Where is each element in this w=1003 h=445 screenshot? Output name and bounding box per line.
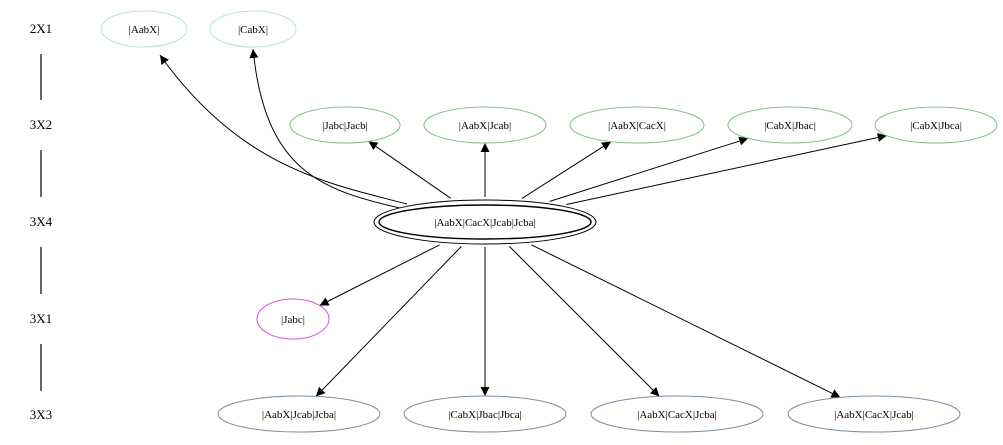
node-label: |Jabc| — [281, 314, 305, 326]
edge-arrow — [509, 246, 660, 397]
node-ellipse — [256, 298, 330, 340]
rank-label-2x1: 2X1 — [30, 21, 52, 36]
edge-arrow — [319, 244, 440, 306]
edge-arrow — [368, 140, 451, 199]
node-n-jabc-jacb: |Jabc|Jacb| — [289, 106, 401, 144]
node-n-aabx-cacx-jcab: |AabX|CacX|Jcab| — [787, 395, 961, 433]
node-ellipse — [373, 199, 597, 245]
node-n-aabx-jcab-jcba: |AabX|Jcab|Jcba| — [217, 395, 381, 433]
node-label: |AabX|CacX|Jcab|Jcba| — [434, 217, 535, 229]
node-ellipse — [787, 395, 961, 433]
node-label: |Jabc|Jacb| — [322, 120, 368, 132]
node-label: |CabX|Jbac| — [764, 120, 816, 132]
node-label: |AabX|Jcab|Jcba| — [262, 409, 336, 421]
node-label: |CabX|Jbca| — [910, 120, 962, 132]
node-ellipse — [100, 10, 188, 48]
rank-axis: 2X1 3X2 3X4 3X1 3X3 — [30, 21, 53, 422]
node-n-jabc: |Jabc| — [256, 298, 330, 340]
node-n-cabx-jbac-jbca: |CabX|Jbac|Jbca| — [403, 395, 567, 433]
rank-label-3x1: 3X1 — [30, 311, 52, 326]
node-n-cabx-jbac: |CabX|Jbac| — [727, 106, 853, 144]
edges — [159, 48, 887, 398]
node-label: |AabX|CacX| — [608, 120, 666, 132]
node-n-aabx-cacx: |AabX|CacX| — [569, 106, 705, 144]
node-n-cabx-jbca: |CabX|Jbca| — [874, 106, 998, 144]
edge-arrow — [159, 54, 408, 205]
edge-arrow — [249, 48, 401, 209]
node-n-aabx: |AabX| — [100, 10, 188, 48]
node-label: |AabX|CacX|Jcab| — [834, 409, 914, 421]
node-n-aabx-cacx-jcba: |AabX|CacX|Jcba| — [590, 395, 764, 433]
node-n-aabx-jcab: |AabX|Jcab| — [423, 106, 547, 144]
node-ellipse — [289, 106, 401, 144]
node-label: |AabX|Jcab| — [459, 120, 511, 132]
node-ellipse — [569, 106, 705, 144]
node-ellipse — [423, 106, 547, 144]
node-n-cabx: |CabX| — [209, 10, 297, 48]
rank-label-3x2: 3X2 — [30, 117, 52, 132]
edge-arrow — [566, 133, 887, 205]
node-n-center: |AabX|CacX|Jcab|Jcba| — [373, 199, 597, 245]
node-label: |CabX| — [238, 24, 268, 36]
node-label: |CabX|Jbac|Jbca| — [448, 409, 522, 421]
node-ellipse — [727, 106, 853, 144]
node-ellipse — [874, 106, 998, 144]
node-label: |AabX| — [129, 24, 160, 36]
node-ellipse — [590, 395, 764, 433]
node-ellipse — [209, 10, 297, 48]
node-ellipse — [403, 395, 567, 433]
node-label: |AabX|CacX|Jcba| — [637, 409, 717, 421]
edge-arrow — [315, 246, 462, 397]
rank-label-3x3: 3X3 — [30, 407, 52, 422]
nodes: |AabX| |CabX| |Jabc|Jacb| |AabX|Jcab| |AabX|… — [100, 10, 998, 433]
edge-arrow — [521, 141, 612, 199]
edge-arrow — [531, 244, 841, 398]
node-ellipse-inner — [378, 204, 592, 240]
node-ellipse — [217, 395, 381, 433]
edge-arrow — [549, 136, 749, 202]
rank-label-3x4: 3X4 — [30, 214, 53, 229]
